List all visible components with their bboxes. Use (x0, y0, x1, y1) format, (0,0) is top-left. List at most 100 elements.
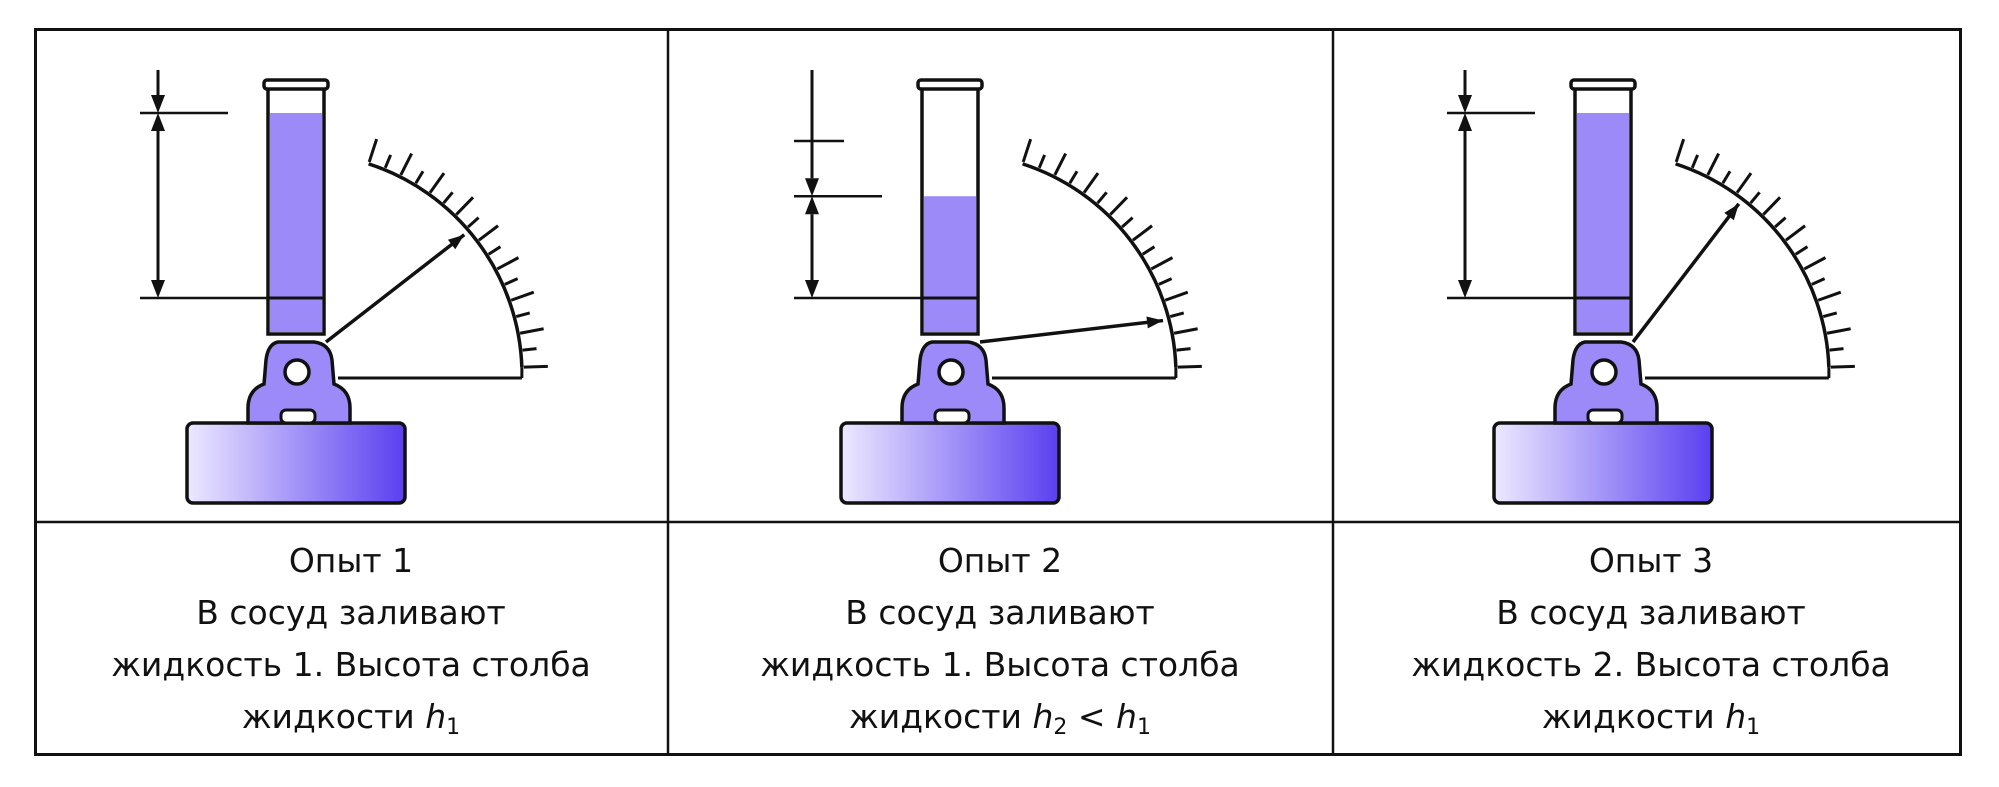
arrowhead (1458, 280, 1472, 298)
gauge-tick (1811, 277, 1826, 286)
gauge-scale-arc (1022, 162, 1178, 368)
caption-line-1: В сосуд заливают (1496, 593, 1806, 632)
pointer-arrowhead (1146, 316, 1164, 329)
gauge-scale-arc (368, 162, 524, 368)
gauge-tick (1096, 191, 1108, 205)
caption-line-2: жидкость 1. Высота столба (111, 645, 591, 684)
gauge-tick (1690, 154, 1699, 169)
apparatus-3 (1447, 70, 1855, 505)
gauge-tick (1794, 245, 1809, 256)
caption-line-2: жидкость 2. Высота столба (1411, 645, 1891, 684)
caption-title: Опыт 2 (937, 541, 1063, 580)
tube-rim (916, 78, 984, 91)
stand-slot (279, 408, 317, 425)
gauge-tick (1164, 290, 1189, 302)
gauge-scale-arc (1675, 162, 1831, 368)
gauge-tick (1037, 154, 1046, 169)
gauge-pointer (1631, 202, 1741, 344)
gauge-tick (510, 290, 535, 302)
caption-line-3: жидкости h1 (242, 691, 460, 743)
pointer-arrowhead (447, 234, 465, 250)
gauge-tick (414, 170, 425, 185)
gauge-tick (1674, 138, 1686, 163)
gauge-tick (496, 256, 520, 271)
gauge-tick (1173, 327, 1198, 335)
gauge-tick (1109, 196, 1129, 216)
gauge-tick (477, 224, 499, 242)
caption-line-3: жидкости h1 (1542, 691, 1760, 743)
arrowhead (805, 196, 819, 215)
gauge-tick (455, 196, 475, 216)
pointer-arrowhead (1724, 203, 1739, 221)
arrowhead (151, 95, 165, 113)
gauge-tick (1803, 256, 1827, 271)
stand-slot (1586, 408, 1624, 425)
apparatus-1 (140, 70, 548, 505)
gauge-tick (1082, 172, 1100, 194)
gauge-tick (1784, 224, 1806, 242)
caption-experiment-1: Опыт 1 В сосуд заливают жидкость 1. Высо… (31, 528, 671, 750)
gauge-tick (515, 311, 531, 319)
caption-title: Опыт 1 (288, 541, 414, 580)
height-subscript: 1 (446, 715, 461, 740)
caption-line-1: В сосуд заливают (196, 593, 506, 632)
valve-knob (1590, 358, 1618, 386)
gauge-tick (428, 172, 446, 194)
apparatus-base (1492, 421, 1714, 505)
gauge-tick (1021, 138, 1033, 163)
caption-line-2: жидкость 1. Высота столба (760, 645, 1240, 684)
gauge-tick (1706, 152, 1720, 176)
gauge-tick (1762, 196, 1782, 216)
arrowhead (1458, 113, 1472, 131)
gauge-tick (1176, 347, 1191, 352)
gauge-tick (1735, 172, 1753, 194)
figure-frame (34, 28, 1962, 756)
liquid-column (924, 196, 976, 332)
arrowhead (1458, 95, 1472, 113)
gauge-tick (1141, 245, 1156, 256)
gauge-pointer (979, 318, 1164, 344)
height-symbol: h (425, 697, 447, 736)
caption-line-3-prefix: жидкости (849, 697, 1033, 736)
stand-slot (933, 408, 971, 425)
height-subscript: 1 (1746, 715, 1761, 740)
gauge-tick (1177, 364, 1202, 369)
gauge-tick (467, 216, 480, 229)
liquid-column (1577, 113, 1629, 332)
gauge-tick (1774, 216, 1787, 229)
caption-experiment-3: Опыт 3 В сосуд заливают жидкость 2. Высо… (1331, 528, 1971, 750)
gauge-tick (522, 347, 537, 352)
gauge-tick (1131, 224, 1153, 242)
comparison-sign: < (1067, 697, 1117, 736)
caption-line-3: жидкости h2 < h1 (849, 691, 1151, 743)
gauge-tick (487, 245, 502, 256)
gauge-tick (1822, 311, 1838, 319)
reference-height-subscript: 1 (1136, 715, 1151, 740)
tube-rim (1569, 78, 1637, 91)
caption-title: Опыт 3 (1588, 541, 1714, 580)
gauge-tick (523, 364, 548, 369)
caption-line-1: В сосуд заливают (845, 593, 1155, 632)
gauge-tick (442, 191, 454, 205)
tube-rim (262, 78, 330, 91)
gauge-tick (399, 152, 413, 176)
liquid-column (270, 113, 322, 332)
gauge-tick (383, 154, 392, 169)
arrowhead (805, 280, 819, 298)
gauge-tick (1749, 191, 1761, 205)
gauge-pointer (324, 233, 466, 344)
caption-line-3-prefix: жидкости (1541, 697, 1726, 736)
gauge-tick (1158, 277, 1173, 286)
apparatus-base (839, 421, 1061, 505)
height-symbol: h (1725, 697, 1747, 736)
apparatus-base (185, 421, 407, 505)
gauge-tick (1817, 290, 1842, 302)
gauge-tick (1150, 256, 1174, 271)
gauge-tick (1121, 216, 1134, 229)
reference-height-symbol: h (1116, 697, 1137, 736)
gauge-tick (504, 277, 519, 286)
height-symbol: h (1032, 697, 1054, 736)
gauge-tick (367, 138, 379, 163)
arrowhead (805, 178, 819, 197)
gauge-tick (1721, 170, 1732, 185)
